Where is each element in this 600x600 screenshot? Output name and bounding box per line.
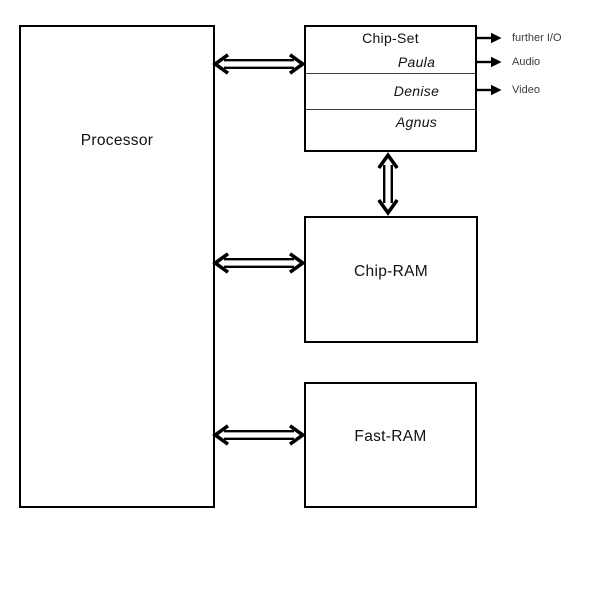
double-arrow-icon (212, 252, 306, 274)
fastram-box: Fast-RAM (304, 382, 477, 508)
double-arrow-icon (212, 53, 306, 75)
chipset-chip-denise: Denise (393, 83, 440, 99)
output-label-video: Video (512, 84, 540, 96)
chipset-chip-agnus: Agnus (395, 114, 438, 130)
chipram-label: Chip-RAM (354, 263, 428, 280)
chipset-title: Chip-Set (362, 30, 419, 46)
processor-box: Processor (19, 25, 215, 508)
chipset-chip-paula: Paula (397, 54, 436, 70)
output-label-further-io: further I/O (512, 32, 562, 44)
processor-label: Processor (80, 132, 154, 149)
output-label-audio: Audio (512, 56, 541, 68)
arrow-right-icon (477, 32, 502, 44)
arrow-right-icon (477, 56, 502, 68)
chipram-box: Chip-RAM (304, 216, 478, 343)
arrow-right-icon (477, 84, 502, 96)
chipset-box: Chip-Set Paula Denise Agnus (304, 25, 477, 152)
fastram-label: Fast-RAM (354, 428, 427, 445)
chipset-divider (306, 109, 475, 110)
chipset-divider (306, 73, 475, 74)
double-arrow-icon (212, 424, 306, 446)
double-arrow-vertical-icon (377, 152, 399, 216)
